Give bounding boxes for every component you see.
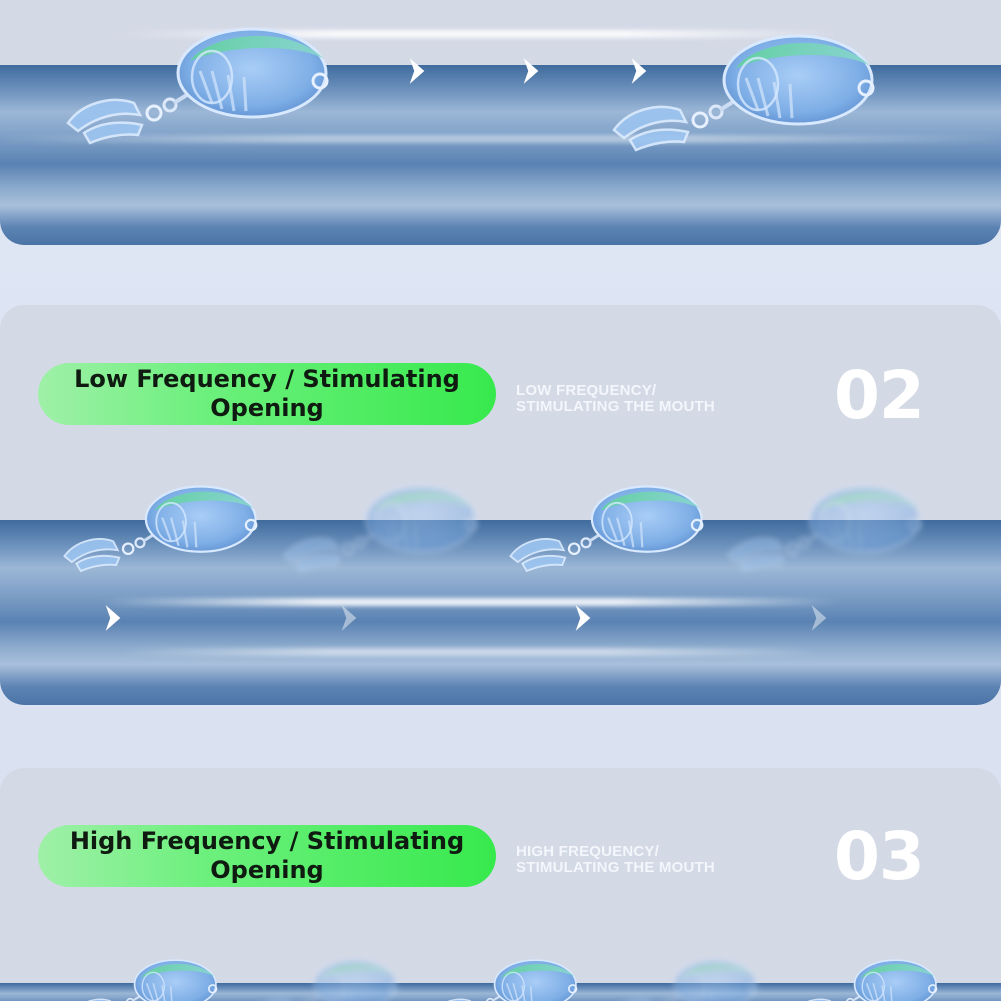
crab-lure-icon xyxy=(608,32,878,152)
crab-lure-icon xyxy=(610,958,760,1001)
crab-lure-icon xyxy=(62,25,332,145)
subtitle-line-2: STIMULATING THE MOUTH xyxy=(516,398,715,415)
crab-lure-icon xyxy=(506,483,706,573)
chevron-right-icon xyxy=(102,602,124,634)
water-background xyxy=(0,520,1001,705)
crab-lure-icon xyxy=(430,958,580,1001)
subtitle-line-1: HIGH FREQUENCY/ xyxy=(516,843,660,860)
mode-subtitle: HIGH FREQUENCY/ STIMULATING THE MOUTH xyxy=(516,844,776,876)
subtitle-line-1: LOW FREQUENCY/ xyxy=(516,382,657,399)
motion-streak xyxy=(0,135,1001,143)
section-number: 03 xyxy=(834,818,925,895)
mode-label-pill: High Frequency / Stimulating Opening xyxy=(38,825,496,887)
motion-streak xyxy=(100,598,840,606)
motion-streak xyxy=(120,30,840,38)
pill-line-1: High Frequency / Stimulating xyxy=(69,827,465,855)
chevron-right-icon xyxy=(572,602,594,634)
section-panel-top xyxy=(0,0,1001,245)
crab-lure-icon xyxy=(790,958,940,1001)
chevron-right-icon xyxy=(628,55,650,87)
pill-line-1: Low Frequency / Stimulating xyxy=(74,365,460,393)
crab-lure-icon xyxy=(250,958,400,1001)
chevron-right-icon xyxy=(808,602,830,634)
chevron-right-icon xyxy=(520,55,542,87)
mode-subtitle: LOW FREQUENCY/ STIMULATING THE MOUTH xyxy=(516,383,776,415)
crab-lure-icon xyxy=(724,483,924,573)
mode-label-pill: Low Frequency / Stimulating Opening xyxy=(38,363,496,425)
chevron-right-icon xyxy=(338,602,360,634)
section-panel-02: Low Frequency / Stimulating Opening LOW … xyxy=(0,305,1001,705)
subtitle-line-2: STIMULATING THE MOUTH xyxy=(516,859,715,876)
section-panel-03: High Frequency / Stimulating Opening HIG… xyxy=(0,768,1001,1001)
pill-line-2: Opening xyxy=(210,394,324,422)
section-number: 02 xyxy=(834,357,925,434)
motion-streak xyxy=(120,648,820,656)
crab-lure-icon xyxy=(70,958,220,1001)
crab-lure-icon xyxy=(280,483,480,573)
chevron-right-icon xyxy=(406,55,428,87)
pill-line-2: Opening xyxy=(210,856,324,884)
crab-lure-icon xyxy=(60,483,260,573)
